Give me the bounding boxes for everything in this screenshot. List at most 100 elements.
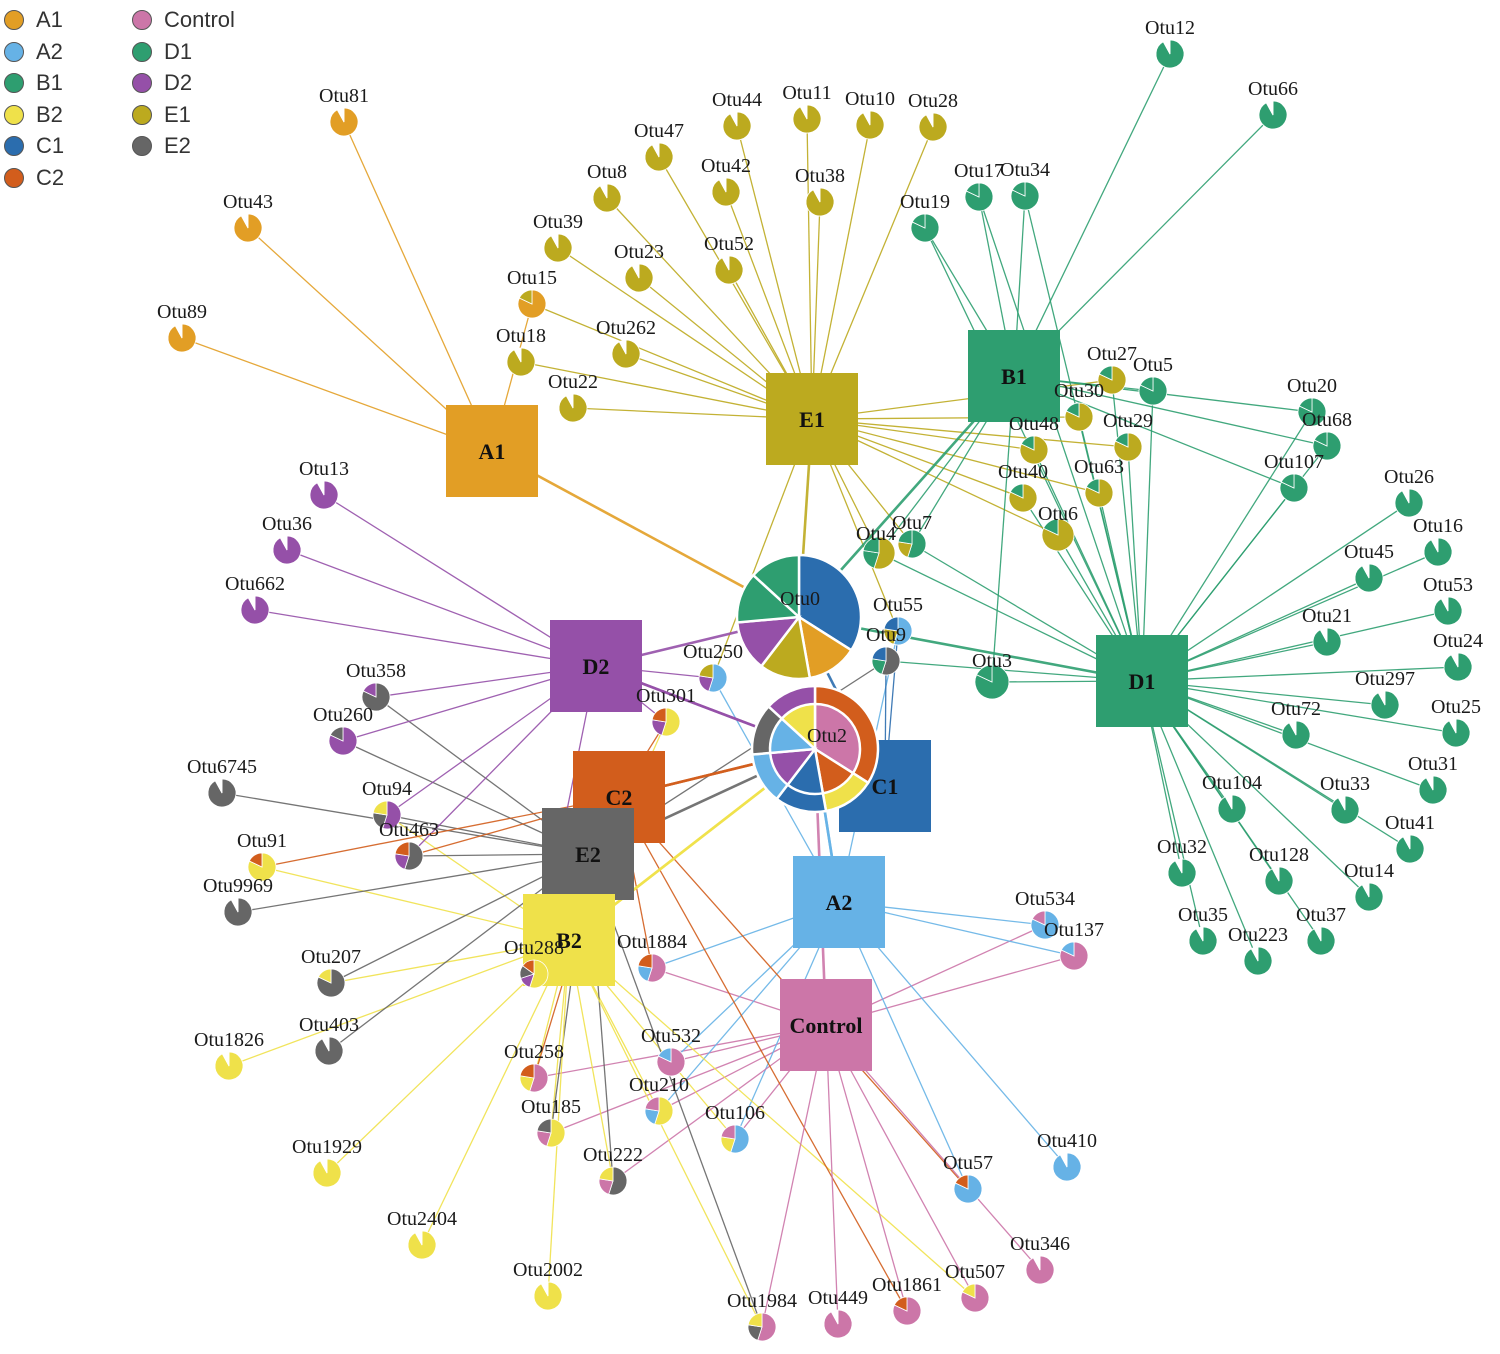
- otu-node-otu32[interactable]: Otu32: [1157, 836, 1207, 888]
- otu-node-otu31[interactable]: Otu31: [1408, 753, 1458, 805]
- otu-node-otu55[interactable]: Otu55: [873, 594, 923, 646]
- otu-node-otu8[interactable]: Otu8: [587, 161, 627, 213]
- otu-node-otu22[interactable]: Otu22: [548, 371, 598, 423]
- group-node-control[interactable]: Control: [780, 979, 872, 1071]
- otu-node-otu9969[interactable]: Otu9969: [203, 875, 273, 927]
- otu-node-otu17[interactable]: Otu17: [954, 160, 1004, 212]
- otu-node-otu16[interactable]: Otu16: [1413, 515, 1463, 567]
- otu-node-otu104[interactable]: Otu104: [1202, 772, 1262, 824]
- otu-node-otu53[interactable]: Otu53: [1423, 574, 1473, 626]
- otu-node-otu258[interactable]: Otu258: [504, 1041, 564, 1093]
- otu-node-otu106[interactable]: Otu106: [705, 1102, 765, 1154]
- otu-node-otu1826[interactable]: Otu1826: [194, 1029, 264, 1081]
- otu-node-otu26[interactable]: Otu26: [1384, 466, 1434, 518]
- otu-node-otu20[interactable]: Otu20: [1287, 375, 1337, 427]
- otu-node-otu128[interactable]: Otu128: [1249, 844, 1309, 896]
- otu-node-otu63[interactable]: Otu63: [1074, 456, 1124, 508]
- otu-node-otu27[interactable]: Otu27: [1087, 343, 1137, 395]
- otu-node-otu260[interactable]: Otu260: [313, 704, 373, 756]
- otu-node-otu9[interactable]: Otu9: [866, 624, 906, 676]
- otu-node-otu28[interactable]: Otu28: [908, 90, 958, 142]
- otu-node-otu288[interactable]: Otu288: [504, 937, 564, 989]
- otu-node-otu463[interactable]: Otu463: [379, 819, 439, 871]
- otu-node-otu222[interactable]: Otu222: [583, 1144, 643, 1196]
- group-node-b1[interactable]: B1: [968, 330, 1060, 422]
- otu-node-otu21[interactable]: Otu21: [1302, 605, 1352, 657]
- group-node-e1[interactable]: E1: [766, 373, 858, 465]
- otu-node-otu39[interactable]: Otu39: [533, 211, 583, 263]
- otu-node-otu346[interactable]: Otu346: [1010, 1233, 1070, 1285]
- otu-node-otu210[interactable]: Otu210: [629, 1074, 689, 1126]
- otu-node-otu1884[interactable]: Otu1884: [617, 931, 687, 983]
- otu-node-otu14[interactable]: Otu14: [1344, 860, 1394, 912]
- otu-node-otu2404[interactable]: Otu2404: [387, 1208, 457, 1260]
- otu-node-otu185[interactable]: Otu185: [521, 1096, 581, 1148]
- otu-node-otu72[interactable]: Otu72: [1271, 698, 1321, 750]
- otu-node-otu43[interactable]: Otu43: [223, 191, 273, 243]
- otu-node-otu301[interactable]: Otu301: [636, 685, 696, 737]
- otu-node-otu2[interactable]: Otu2: [768, 702, 862, 796]
- otu-node-otu24[interactable]: Otu24: [1433, 630, 1483, 682]
- group-node-a2[interactable]: A2: [793, 856, 885, 948]
- otu-node-otu11[interactable]: Otu11: [782, 82, 832, 134]
- otu-node-otu0[interactable]: Otu0: [735, 553, 863, 681]
- otu-node-otu35[interactable]: Otu35: [1178, 904, 1228, 956]
- otu-node-otu15[interactable]: Otu15: [507, 267, 557, 319]
- otu-node-otu19[interactable]: Otu19: [900, 191, 950, 243]
- otu-node-otu29[interactable]: Otu29: [1103, 410, 1153, 462]
- otu-node-otu2002[interactable]: Otu2002: [513, 1259, 583, 1311]
- otu-node-otu34[interactable]: Otu34: [1000, 159, 1050, 211]
- otu-node-otu30[interactable]: Otu30: [1054, 380, 1104, 432]
- otu-node-otu137[interactable]: Otu137: [1044, 919, 1104, 971]
- otu-node-otu37[interactable]: Otu37: [1296, 904, 1346, 956]
- group-node-d2[interactable]: D2: [550, 620, 642, 712]
- otu-node-otu68[interactable]: Otu68: [1302, 409, 1352, 461]
- otu-node-otu207[interactable]: Otu207: [301, 946, 361, 998]
- otu-node-otu40[interactable]: Otu40: [998, 461, 1048, 513]
- otu-node-otu297[interactable]: Otu297: [1355, 668, 1415, 720]
- otu-node-otu23[interactable]: Otu23: [614, 241, 664, 293]
- group-node-e2[interactable]: E2: [542, 808, 634, 900]
- otu-node-otu449[interactable]: Otu449: [808, 1287, 868, 1339]
- otu-node-otu410[interactable]: Otu410: [1037, 1130, 1097, 1182]
- otu-node-otu45[interactable]: Otu45: [1344, 541, 1394, 593]
- otu-node-otu4[interactable]: Otu4: [856, 523, 896, 570]
- otu-node-otu250[interactable]: Otu250: [683, 641, 743, 693]
- otu-node-otu532[interactable]: Otu532: [641, 1025, 701, 1077]
- otu-node-otu57[interactable]: Otu57: [943, 1152, 993, 1204]
- otu-node-otu13[interactable]: Otu13: [299, 458, 349, 510]
- otu-node-otu1984[interactable]: Otu1984: [727, 1290, 797, 1342]
- otu-node-otu107[interactable]: Otu107: [1264, 451, 1324, 503]
- otu-node-otu12[interactable]: Otu12: [1145, 17, 1195, 69]
- otu-node-otu47[interactable]: Otu47: [634, 120, 684, 172]
- otu-node-otu52[interactable]: Otu52: [704, 233, 754, 285]
- otu-node-otu48[interactable]: Otu48: [1009, 413, 1059, 465]
- otu-node-otu5[interactable]: Otu5: [1133, 354, 1173, 406]
- otu-node-otu89[interactable]: Otu89: [157, 301, 207, 353]
- otu-node-otu33[interactable]: Otu33: [1320, 773, 1370, 825]
- otu-node-otu91[interactable]: Otu91: [237, 830, 287, 882]
- otu-node-otu507[interactable]: Otu507: [945, 1261, 1005, 1313]
- otu-node-otu10[interactable]: Otu10: [845, 88, 895, 140]
- otu-node-otu223[interactable]: Otu223: [1228, 924, 1288, 976]
- otu-node-otu1861[interactable]: Otu1861: [872, 1274, 942, 1326]
- otu-node-otu534[interactable]: Otu534: [1015, 888, 1075, 940]
- otu-node-otu25[interactable]: Otu25: [1431, 696, 1481, 748]
- otu-node-otu81[interactable]: Otu81: [319, 85, 369, 137]
- group-node-d1[interactable]: D1: [1096, 635, 1188, 727]
- otu-node-otu36[interactable]: Otu36: [262, 513, 312, 565]
- otu-node-otu662[interactable]: Otu662: [225, 573, 285, 625]
- otu-node-otu66[interactable]: Otu66: [1248, 78, 1298, 130]
- otu-node-otu94[interactable]: Otu94: [362, 778, 412, 830]
- otu-node-otu18[interactable]: Otu18: [496, 325, 546, 377]
- otu-node-otu3[interactable]: Otu3: [972, 650, 1012, 700]
- otu-node-otu38[interactable]: Otu38: [795, 165, 845, 217]
- otu-node-otu1929[interactable]: Otu1929: [292, 1136, 362, 1188]
- group-node-a1[interactable]: A1: [446, 405, 538, 497]
- otu-node-otu42[interactable]: Otu42: [701, 155, 751, 207]
- otu-node-otu41[interactable]: Otu41: [1385, 812, 1435, 864]
- otu-node-otu44[interactable]: Otu44: [712, 89, 762, 141]
- otu-node-otu262[interactable]: Otu262: [596, 317, 656, 369]
- otu-node-otu6[interactable]: Otu6: [1038, 503, 1078, 552]
- otu-node-otu7[interactable]: Otu7: [892, 512, 932, 559]
